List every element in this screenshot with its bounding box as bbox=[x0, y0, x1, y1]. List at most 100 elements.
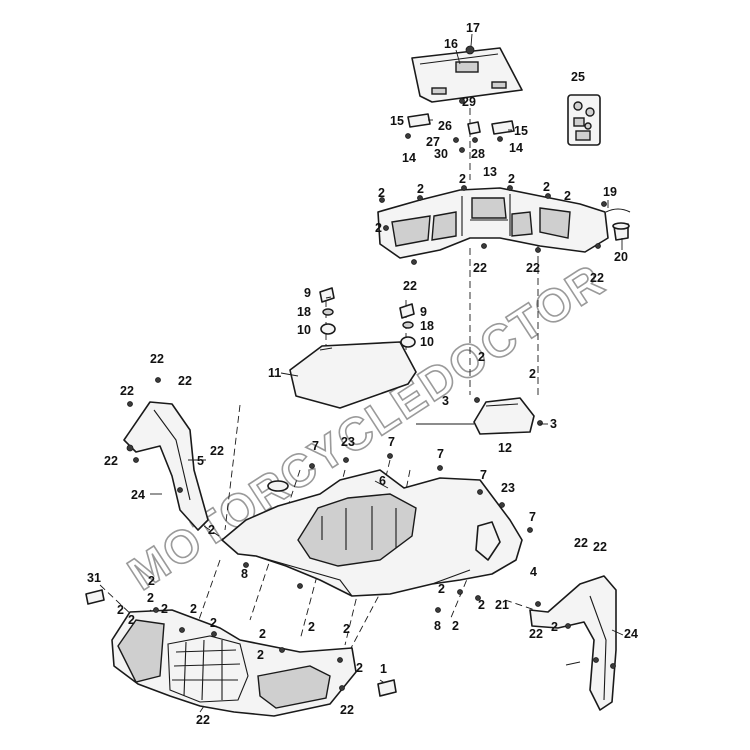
cap-and-grommets bbox=[319, 287, 416, 348]
cover-panel-part-11 bbox=[289, 341, 417, 409]
callout-label: 22 bbox=[340, 703, 354, 717]
callout-label: 11 bbox=[268, 366, 281, 380]
callout-label: 2 bbox=[308, 620, 315, 634]
callout-label: 18 bbox=[420, 319, 434, 333]
callout-label: 2 bbox=[148, 574, 155, 588]
callout-label: 29 bbox=[462, 95, 476, 109]
callout-label: 2 bbox=[438, 582, 445, 596]
callout-label: 22 bbox=[590, 271, 604, 285]
callout-label: 2 bbox=[452, 619, 459, 633]
callout-label: 6 bbox=[379, 474, 386, 488]
callout-label: 31 bbox=[87, 571, 101, 585]
callout-label: 2 bbox=[343, 622, 350, 636]
callout-label: 3 bbox=[550, 417, 557, 431]
callout-label: 22 bbox=[574, 536, 588, 550]
callout-label: 22 bbox=[104, 454, 118, 468]
callout-label: 21 bbox=[495, 598, 509, 612]
callout-label: 10 bbox=[297, 323, 311, 337]
callout-label: 22 bbox=[178, 374, 192, 388]
shroud-part-12 bbox=[473, 397, 543, 435]
callout-label: 2 bbox=[529, 367, 536, 381]
callout-label: 4 bbox=[530, 565, 537, 579]
callout-label: 2 bbox=[375, 221, 382, 235]
callout-label: 15 bbox=[514, 124, 528, 138]
part-number-callouts: 17 16 29 25 15 26 15 27 30 28 14 14 2 2 … bbox=[87, 21, 638, 727]
callout-label: 17 bbox=[466, 21, 480, 35]
alignment-lines bbox=[99, 108, 539, 691]
callout-label: 2 bbox=[208, 523, 215, 537]
callout-label: 2 bbox=[259, 627, 266, 641]
left-fender-flap-part-5 bbox=[123, 401, 209, 531]
callout-label: 7 bbox=[437, 447, 444, 461]
socket-parts-19-20 bbox=[605, 208, 631, 241]
callout-label: 20 bbox=[614, 250, 628, 264]
callout-label: 23 bbox=[341, 435, 355, 449]
callout-label: 2 bbox=[478, 350, 485, 364]
callout-label: 22 bbox=[473, 261, 487, 275]
callout-label: 2 bbox=[551, 620, 558, 634]
callout-label: 27 bbox=[426, 135, 440, 149]
callout-label: 25 bbox=[571, 70, 585, 84]
fasteners bbox=[127, 185, 607, 629]
callout-label: 2 bbox=[117, 603, 124, 617]
front-bumper-part-1 bbox=[111, 607, 357, 717]
callout-label: 14 bbox=[402, 151, 416, 165]
callout-label: 2 bbox=[356, 661, 363, 675]
callout-label: 2 bbox=[564, 189, 571, 203]
callout-label: 9 bbox=[420, 305, 427, 319]
callout-label: 2 bbox=[161, 602, 168, 616]
callout-label: 28 bbox=[471, 147, 485, 161]
leader-lines bbox=[150, 33, 624, 713]
callout-label: 2 bbox=[147, 591, 154, 605]
callout-label: 22 bbox=[120, 384, 134, 398]
callout-label: 2 bbox=[128, 613, 135, 627]
front-body-part-6 bbox=[221, 469, 523, 597]
callout-label: 26 bbox=[438, 119, 452, 133]
callout-label: 24 bbox=[624, 627, 638, 641]
callout-label: 7 bbox=[480, 468, 487, 482]
callout-label: 22 bbox=[210, 444, 224, 458]
callout-label: 22 bbox=[529, 627, 543, 641]
storage-lid-part-16 bbox=[411, 45, 523, 104]
callout-label: 9 bbox=[304, 286, 311, 300]
callout-label: 7 bbox=[529, 510, 536, 524]
callout-label: 2 bbox=[257, 648, 264, 662]
callout-label: 19 bbox=[603, 185, 617, 199]
callout-label: 22 bbox=[526, 261, 540, 275]
callout-label: 1 bbox=[380, 662, 387, 676]
callout-label: 2 bbox=[508, 172, 515, 186]
callout-label: 2 bbox=[459, 172, 466, 186]
callout-label: 13 bbox=[483, 165, 497, 179]
callout-label: 7 bbox=[388, 435, 395, 449]
callout-label: 2 bbox=[417, 182, 424, 196]
callout-label: 2 bbox=[378, 186, 385, 200]
switch-assembly-part-25 bbox=[567, 94, 601, 146]
callout-label: 8 bbox=[434, 619, 441, 633]
callout-label: 5 bbox=[197, 454, 204, 468]
callout-label: 10 bbox=[420, 335, 434, 349]
callout-label: 15 bbox=[390, 114, 404, 128]
callout-label: 30 bbox=[434, 147, 448, 161]
callout-label: 18 bbox=[297, 305, 311, 319]
callout-label: 7 bbox=[312, 439, 319, 453]
callout-label: 22 bbox=[593, 540, 607, 554]
callout-label: 16 bbox=[444, 37, 458, 51]
callout-label: 2 bbox=[543, 180, 550, 194]
callout-label: 2 bbox=[478, 598, 485, 612]
right-fender-flap-part-4 bbox=[529, 575, 617, 711]
callout-label: 22 bbox=[150, 352, 164, 366]
callout-label: 2 bbox=[190, 602, 197, 616]
callout-label: 14 bbox=[509, 141, 523, 155]
callout-label: 22 bbox=[196, 713, 210, 727]
small-brackets bbox=[405, 113, 515, 153]
callout-label: 24 bbox=[131, 488, 145, 502]
callout-label: 12 bbox=[498, 441, 512, 455]
reflector-plates bbox=[85, 589, 397, 697]
callout-label: 2 bbox=[210, 616, 217, 630]
callout-label: 23 bbox=[501, 481, 515, 495]
dashboard-part-13 bbox=[377, 187, 609, 259]
callout-label: 3 bbox=[442, 394, 449, 408]
callout-label: 8 bbox=[241, 567, 248, 581]
callout-label: 22 bbox=[403, 279, 417, 293]
